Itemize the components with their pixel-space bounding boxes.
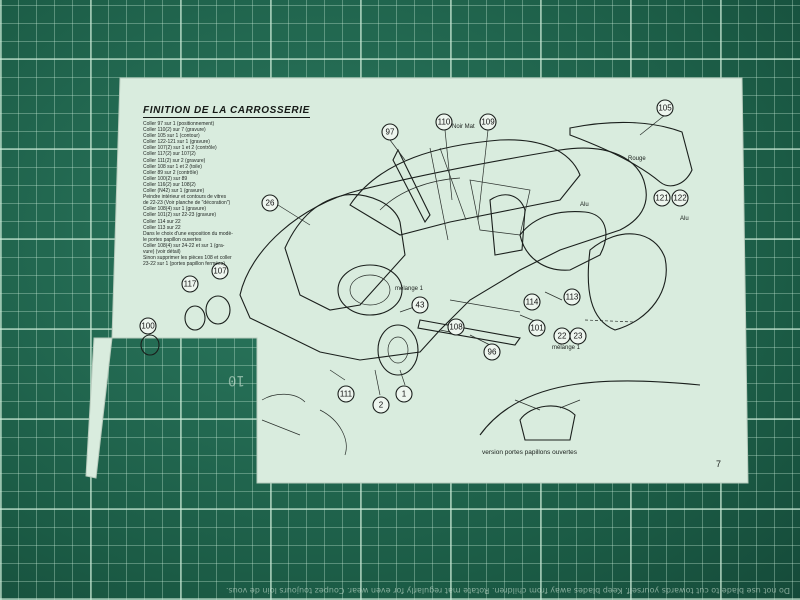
instruction-line: de 22-23 (Voir planche de "décoration") xyxy=(143,200,231,207)
mat-edge-text: Do not use blade to cut towards yourself… xyxy=(225,586,790,595)
instruction-line: Peindre intérieur et contours de vitres xyxy=(143,194,227,201)
instruction-line: Coller 113 sur 22 xyxy=(143,224,181,231)
instructions-list: Coller 97 sur 1 (positionnement) Coller … xyxy=(143,121,283,267)
page-number: 7 xyxy=(716,459,722,469)
instruction-line: Coller 107(2) sur 1 et 2 (contrôle) xyxy=(143,145,217,152)
annotation-alu: Alu xyxy=(580,202,589,208)
instruction-line: Coller 114 sur 22 xyxy=(143,218,181,225)
annotation-melange: mélange 1 xyxy=(395,286,424,292)
instruction-line: Coller 111(2) sur 2 (gravure) xyxy=(143,157,206,164)
detail-caption: version portes papillons ouvertes xyxy=(482,449,578,456)
instruction-line: 23-22 sur 1 (portes papillon fermées) xyxy=(143,261,225,268)
instruction-line: Sinon supprimer les pièces 108 et coller xyxy=(143,255,232,262)
instruction-line: Dans le choix d'une exposition du modè- xyxy=(143,230,233,237)
instruction-line: Coller 89 sur 2 (contrôle) xyxy=(143,169,199,176)
instruction-line: Coller 108(4) sur 1 (gravure) xyxy=(143,206,207,213)
instruction-line: Coller 101(2) sur 22-23 (gravure) xyxy=(143,212,217,219)
annotation-alu: Alu xyxy=(680,216,689,222)
instruction-line: Coller 108(4) sur 24-22 et sur 1 (gra- xyxy=(143,242,225,249)
mat-number: 10 xyxy=(418,345,435,361)
annotation-melange: mélange 1 xyxy=(552,345,581,351)
instruction-line: vure) (voir détail) xyxy=(143,248,181,255)
instruction-line: Coller 105 sur 1 (contour) xyxy=(143,133,200,140)
instruction-line: Coller 117(2) sur 107(2) xyxy=(143,151,196,158)
annotation-noir-mat: Noir Mat xyxy=(452,124,475,130)
instruction-line: Coller 116(2) sur 108(2) xyxy=(143,181,196,188)
instruction-line: Coller 108 sur 1 et 2 (toile) xyxy=(143,163,202,170)
instruction-line: Coller (N42) sur 1 (gravure) xyxy=(143,188,205,195)
instruction-line: Coller 110(2) sur 7 (gravure) xyxy=(143,127,206,134)
sheet-title: FINITION DE LA CARROSSERIE xyxy=(143,105,310,118)
annotation-rouge: Rouge xyxy=(628,156,646,162)
instruction-line: Coller 100(2) sur 89 xyxy=(143,175,188,182)
mat-number: 10 xyxy=(228,372,245,388)
instruction-line: le portes papillon ouvertes xyxy=(143,236,202,243)
instruction-line: Coller 97 sur 1 (positionnement) xyxy=(143,121,215,127)
instruction-line: Coller 122-121 sur 1 (gravure) xyxy=(143,139,210,146)
